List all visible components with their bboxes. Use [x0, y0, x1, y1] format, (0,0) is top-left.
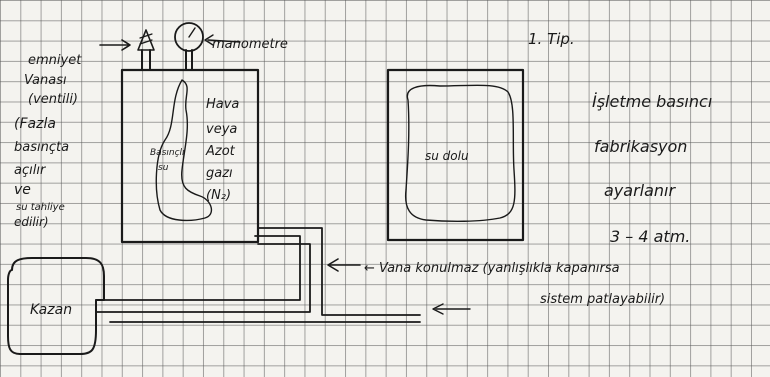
title-type: 1. Tip.: [528, 30, 575, 48]
safety-note-line-2: basınçta: [14, 140, 69, 155]
boiler-label: Kazan: [30, 302, 72, 318]
gas-line-3: Azot: [205, 144, 236, 159]
pipe-lower: [96, 244, 310, 312]
safety-note-line-1: (Fazla: [14, 116, 56, 132]
warning-arrow: [328, 259, 360, 271]
arrow-to-safety-valve: [100, 40, 130, 50]
pressure-note-line-2: fabrikasyon: [594, 137, 687, 156]
manometer-icon: [175, 23, 203, 70]
safety-valve-line-3: (ventili): [28, 92, 78, 107]
pipe-upper: [96, 236, 300, 300]
pressurized-water-line-2: su: [158, 163, 169, 173]
pressure-note-line-4: 3 – 4 atm.: [610, 227, 690, 246]
gas-line-2: veya: [206, 122, 237, 137]
safety-valve-line-2: Vanası: [24, 73, 67, 88]
valve-warning-line-1: ← Vana konulmaz (yanlışlıkla kapanırsa: [364, 261, 620, 276]
gas-line-1: Hava: [206, 97, 239, 112]
safety-note-line-3: açılır: [14, 163, 47, 178]
valve-warning-line-2: sistem patlayabilir): [540, 292, 665, 307]
gas-line-4: gazı: [206, 166, 233, 181]
pressurized-water-line-1: Basınçlı: [150, 148, 185, 158]
safety-valve-icon: [138, 30, 154, 70]
safety-note-line-4: ve: [14, 182, 31, 198]
return-arrow: [433, 304, 470, 314]
closed-expansion-tank: [122, 70, 258, 242]
full-water-label: su dolu: [425, 149, 469, 163]
safety-note-line-5: su tahliye: [16, 202, 65, 213]
manometer-label: manometre: [212, 37, 288, 52]
pressure-note-line-3: ayarlanır: [604, 181, 676, 200]
gas-line-5: (N₂): [206, 188, 231, 203]
safety-valve-line-1: emniyet: [28, 53, 82, 68]
safety-note-line-6: edilir): [14, 215, 49, 229]
pressure-note-line-1: İşletme basıncı: [592, 92, 712, 111]
